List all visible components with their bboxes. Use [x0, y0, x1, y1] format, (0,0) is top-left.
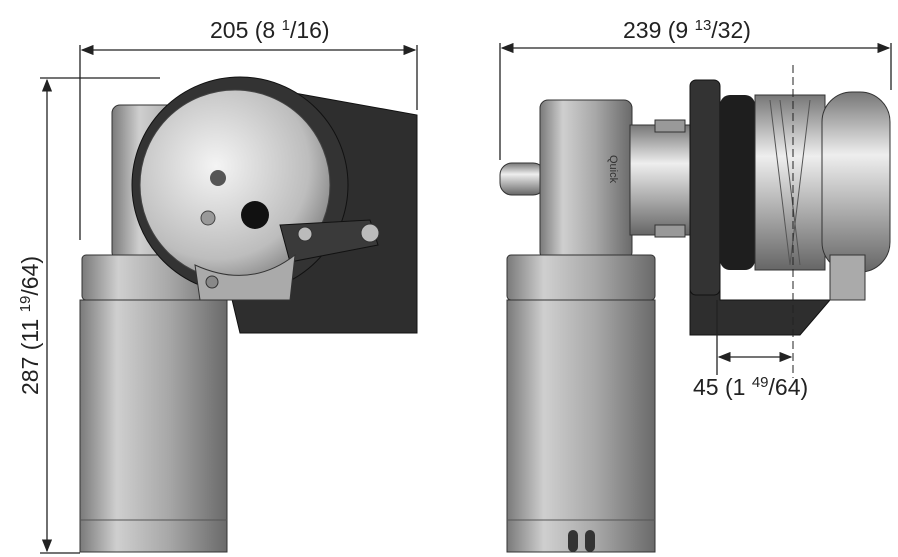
width-dimension-side: 239 (9 13/32) [623, 17, 751, 43]
drum [821, 91, 891, 273]
height-dimension: 287 (11 19/64) [17, 256, 43, 395]
gypsy-spline [241, 201, 269, 229]
flange [689, 79, 721, 296]
shaft-nut [210, 170, 226, 186]
flange-back [720, 95, 755, 270]
bolt [297, 226, 313, 242]
brand-logo: Quick [607, 155, 619, 184]
motor [506, 299, 656, 553]
dimension-lines [40, 42, 892, 554]
chain-guide [194, 253, 296, 301]
bolt [205, 275, 219, 289]
gear-housing [629, 124, 691, 236]
width-dimension-front: 205 (8 1/16) [210, 17, 330, 43]
bolt [200, 210, 216, 226]
motor-terminal [568, 530, 578, 552]
offset-dimension: 45 (1 49/64) [693, 374, 808, 400]
stud-bolt [654, 224, 686, 238]
front-view [79, 76, 418, 553]
motor-terminal [585, 530, 595, 552]
side-view: Quick [499, 65, 891, 553]
bolt [360, 223, 380, 243]
shaft-end [499, 162, 546, 196]
stud-bolt [654, 119, 686, 133]
motor [79, 299, 228, 553]
drum-foot [829, 254, 866, 301]
motor-cap [506, 254, 656, 301]
